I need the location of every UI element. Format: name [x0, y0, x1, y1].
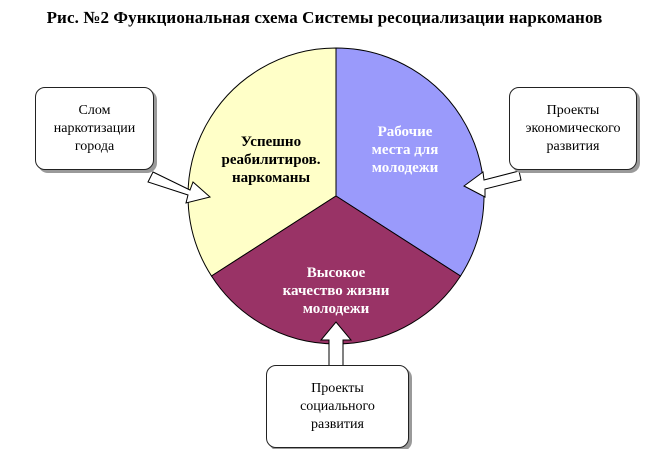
segment-top-right: [335, 47, 485, 277]
arrow-right: [463, 170, 522, 198]
arrow-bottom: [319, 321, 353, 369]
box-drug-breaking: Слом наркотизации города: [35, 87, 154, 170]
arrow-left: [147, 171, 212, 204]
box-economic-projects: Проекты экономического развития: [509, 87, 637, 170]
box-social-projects: Проекты социального развития: [266, 365, 409, 448]
segment-bottom-label: Высокое качество жизни молодежи: [282, 265, 390, 317]
figure-title: Рис. №2 Функциональная схема Системы рес…: [46, 8, 603, 27]
segment-top-left: [187, 47, 337, 277]
segment-top-right-label: Рабочие места для молодежи: [371, 124, 439, 176]
segment-top-left-label: Успешно реабилитиров. наркоманы: [221, 134, 321, 186]
